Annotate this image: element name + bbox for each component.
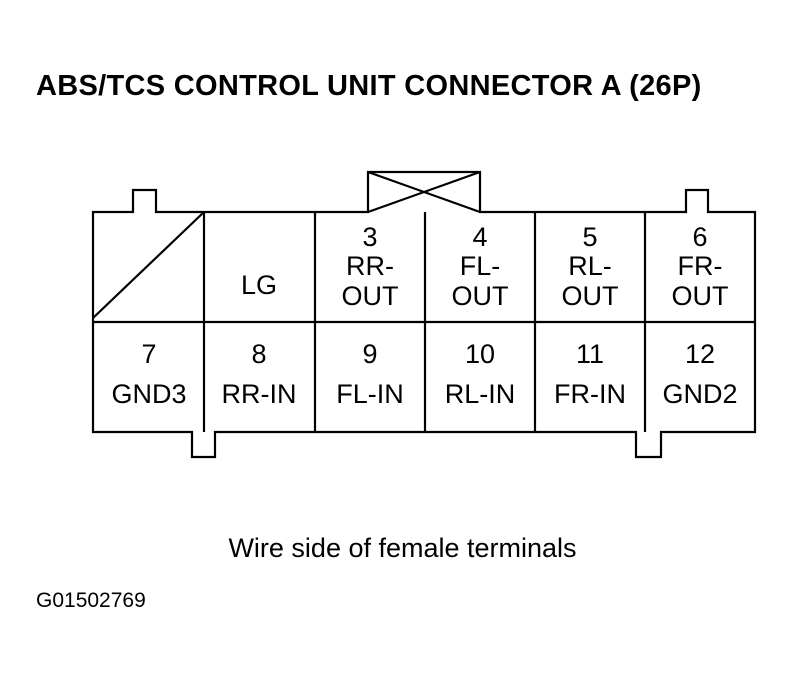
terminal-5-label: 5 (582, 222, 597, 252)
terminal-8-label: 8 (251, 339, 266, 369)
terminal-11-label: 11 (576, 339, 604, 369)
terminal-5-label: RL- (568, 251, 612, 281)
diagram-title: ABS/TCS CONTROL UNIT CONNECTOR A (26P) (36, 70, 702, 102)
latch-x-mark (367, 170, 481, 214)
terminal-11-label: FR-IN (554, 379, 626, 409)
terminal-4-label: 4 (472, 222, 487, 252)
terminal-7-label: 7 (141, 339, 156, 369)
terminal-9-label: FL-IN (336, 379, 404, 409)
terminal-6-label: FR- (678, 251, 723, 281)
terminal-7-label: GND3 (111, 379, 186, 409)
terminal-cells: LG3RR-OUT4FL-OUT5RL-OUT6FR-OUT7GND38RR-I… (111, 222, 737, 409)
figure-code: G01502769 (36, 589, 146, 612)
terminal-10-label: RL-IN (445, 379, 516, 409)
terminal-3-label: OUT (342, 281, 399, 311)
terminal-4-label: OUT (452, 281, 509, 311)
terminal-12-label: GND2 (662, 379, 737, 409)
terminal-10-label: 10 (465, 339, 495, 369)
terminal-6-label: OUT (672, 281, 729, 311)
terminal-12-label: 12 (685, 339, 715, 369)
terminal-4-label: FL- (460, 251, 501, 281)
terminal-9-label: 9 (362, 339, 377, 369)
terminal-lg-label: LG (241, 270, 277, 300)
terminal-3-label: RR- (346, 251, 394, 281)
connector-outline (91, 170, 757, 459)
diagram-caption: Wire side of female terminals (228, 533, 577, 563)
terminal-6-label: 6 (692, 222, 707, 252)
terminal-5-label: OUT (562, 281, 619, 311)
terminal-3-label: 3 (362, 222, 377, 252)
unused-cavity-diagonal (92, 211, 205, 319)
terminal-8-label: RR-IN (222, 379, 297, 409)
